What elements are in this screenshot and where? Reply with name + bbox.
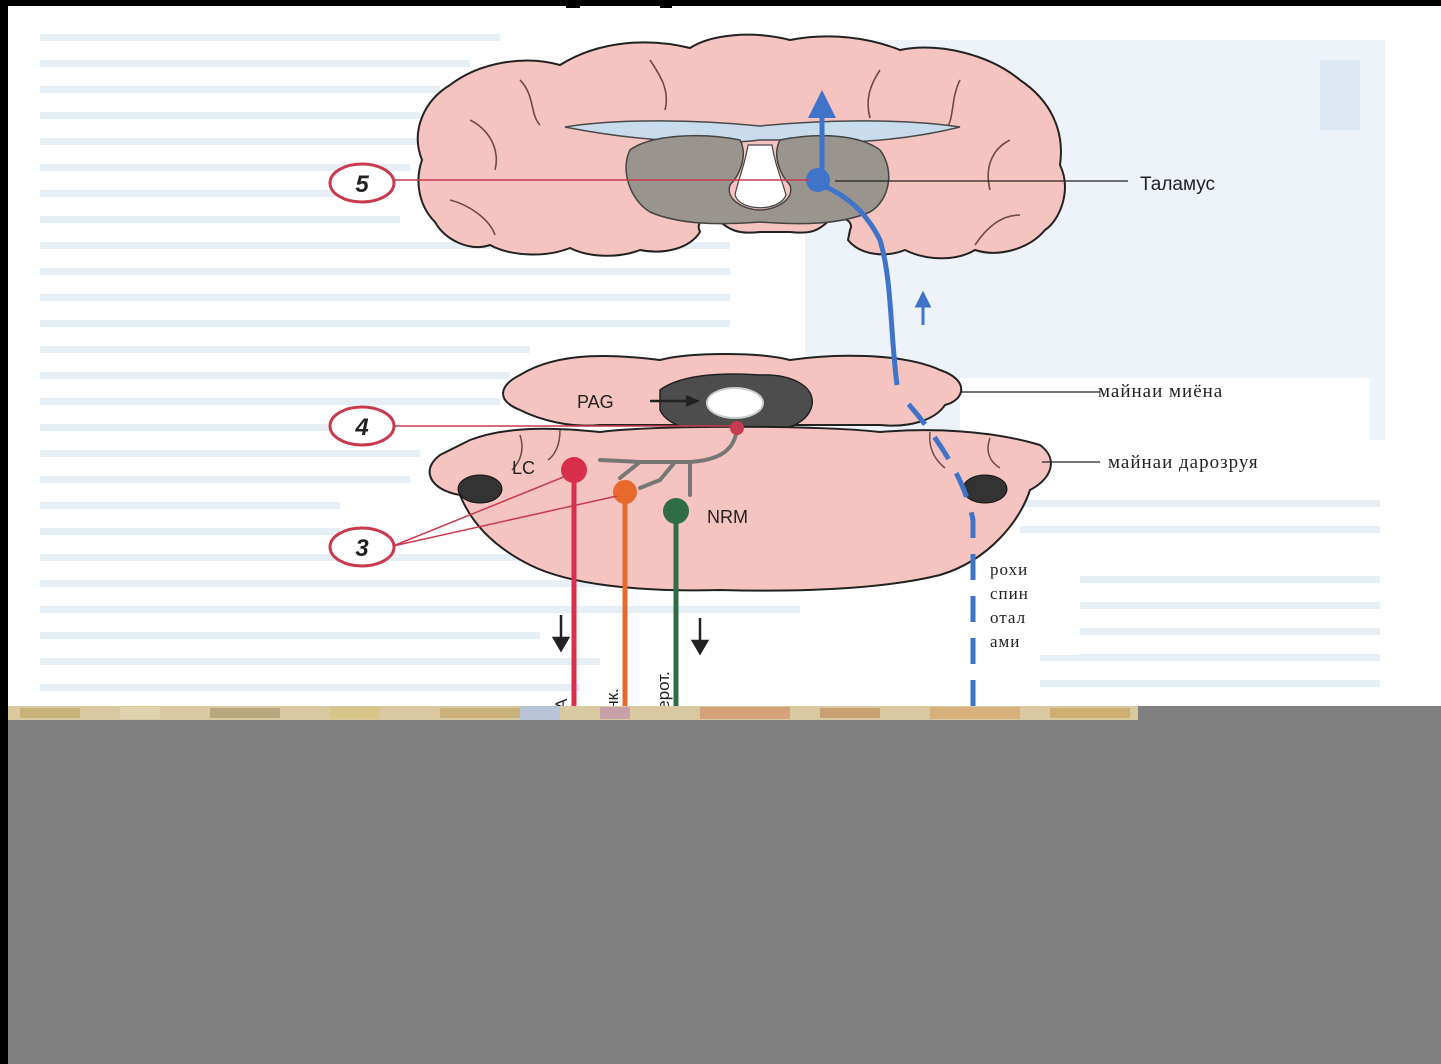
spinal-label-line-2: спин	[990, 584, 1029, 603]
frame-top	[0, 0, 1441, 6]
frame-left	[0, 0, 8, 1064]
medulla-label: майнаи дарозруя	[1108, 452, 1259, 473]
right-olive	[963, 475, 1007, 503]
right-gray-edge	[1138, 706, 1441, 720]
enk-nucleus	[613, 480, 637, 504]
spinal-label-line-4: ами	[990, 632, 1020, 651]
nrm-label: NRM	[707, 507, 748, 527]
thalamus-label: Таламус	[1140, 174, 1215, 195]
left-olive	[458, 475, 502, 503]
marker-5: 5	[330, 164, 394, 202]
noise-strip	[8, 706, 1138, 720]
cerebral-aqueduct	[707, 388, 763, 418]
lc-nucleus	[561, 457, 587, 483]
marker-3-text: 3	[355, 535, 369, 562]
midbrain-label: майнаи миёна	[1098, 381, 1223, 402]
pag-label: PAG	[577, 392, 614, 412]
lc-label: LC	[512, 458, 535, 478]
bottom-gray-band	[8, 720, 1441, 1064]
marker-3: 3	[330, 528, 394, 566]
spinal-label-line-1: рохи	[990, 560, 1028, 579]
marker-5-text: 5	[355, 171, 369, 198]
spinal-label-line-3: отал	[990, 608, 1026, 627]
nrm-nucleus	[663, 498, 689, 524]
pag-output-node	[730, 421, 744, 435]
marker-4: 4	[330, 407, 394, 445]
marker-4-text: 4	[354, 414, 368, 441]
